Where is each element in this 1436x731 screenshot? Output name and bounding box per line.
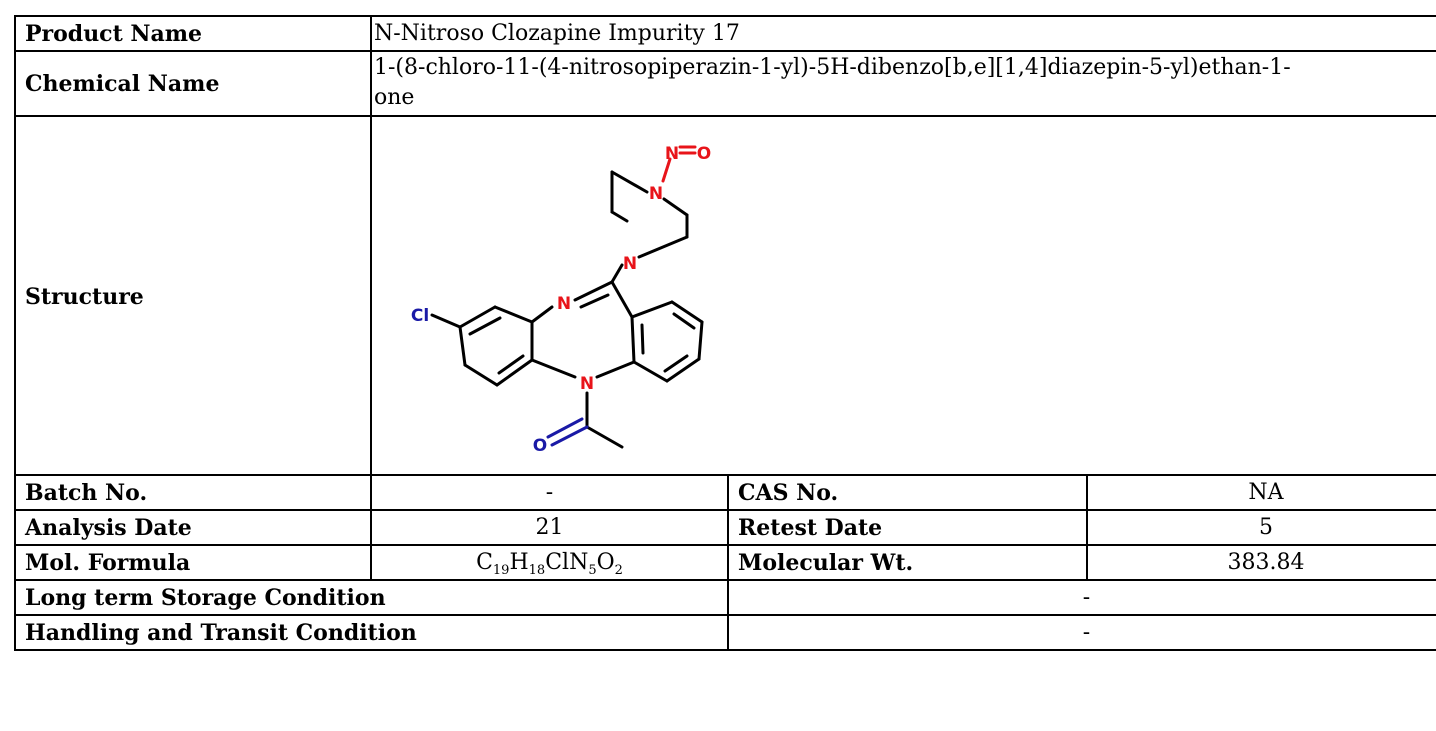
structure-atom-labels: N O N N N N Cl O <box>411 144 711 456</box>
atom-n-amide: N <box>580 374 594 394</box>
label-structure: Structure <box>14 115 372 476</box>
formula-n-count: 5 <box>588 562 597 578</box>
atom-n-imine: N <box>557 294 571 314</box>
row-chemical-name: Chemical Name 1-(8-chloro-11-(4-nitrosop… <box>14 50 1436 117</box>
atom-n-piperazine-bottom: N <box>623 254 637 274</box>
product-spec-table: Product Name N-Nitroso Clozapine Impurit… <box>14 15 1436 651</box>
atom-o-nitroso: O <box>697 144 711 164</box>
label-storage-condition: Long term Storage Condition <box>14 579 729 616</box>
formula-n: N <box>569 549 589 575</box>
atom-o-acetyl: O <box>533 436 547 456</box>
formula-cl: Cl <box>545 549 570 575</box>
atom-n-piperazine-top: N <box>649 184 663 204</box>
value-retest-date: 5 <box>1086 509 1436 546</box>
label-retest-date: Retest Date <box>727 509 1088 546</box>
chemical-structure-drawing: N O N N N N Cl O <box>411 144 711 456</box>
label-product-name: Product Name <box>14 15 372 52</box>
value-handling-condition: - <box>727 614 1436 651</box>
value-cas-no: NA <box>1086 474 1436 511</box>
row-formula-weight: Mol. Formula C19H18ClN5O2 Molecular Wt. … <box>14 544 1436 581</box>
atom-chlorine: Cl <box>411 306 429 326</box>
formula-c: C <box>476 549 493 575</box>
row-dates: Analysis Date 21 Retest Date 5 <box>14 509 1436 546</box>
formula-h-count: 18 <box>528 562 546 578</box>
atom-n-nitroso: N <box>665 144 679 164</box>
row-storage: Long term Storage Condition - <box>14 579 1436 616</box>
structure-bonds <box>430 145 704 449</box>
value-mol-formula: C19H18ClN5O2 <box>370 544 729 581</box>
label-chemical-name: Chemical Name <box>14 50 372 117</box>
formula-c-count: 19 <box>492 562 510 578</box>
value-molecular-wt: 383.84 <box>1086 544 1436 581</box>
label-cas-no: CAS No. <box>727 474 1088 511</box>
structure-image-cell: N O N N N N Cl O <box>370 115 1436 476</box>
value-storage-condition: - <box>727 579 1436 616</box>
row-batch-cas: Batch No. - CAS No. NA <box>14 474 1436 511</box>
label-mol-formula: Mol. Formula <box>14 544 372 581</box>
row-handling: Handling and Transit Condition - <box>14 614 1436 651</box>
label-molecular-wt: Molecular Wt. <box>727 544 1088 581</box>
formula-o-count: 2 <box>614 562 623 578</box>
label-analysis-date: Analysis Date <box>14 509 372 546</box>
formula-o: O <box>596 549 615 575</box>
formula-h: H <box>509 549 529 575</box>
value-product-name: N-Nitroso Clozapine Impurity 17 <box>370 15 1436 52</box>
value-chemical-name: 1-(8-chloro-11-(4-nitrosopiperazin-1-yl)… <box>370 50 1436 117</box>
label-batch-no: Batch No. <box>14 474 372 511</box>
row-product-name: Product Name N-Nitroso Clozapine Impurit… <box>14 15 1436 52</box>
value-batch-no: - <box>370 474 729 511</box>
label-handling-condition: Handling and Transit Condition <box>14 614 729 651</box>
row-structure: Structure <box>14 115 1436 476</box>
value-analysis-date: 21 <box>370 509 729 546</box>
